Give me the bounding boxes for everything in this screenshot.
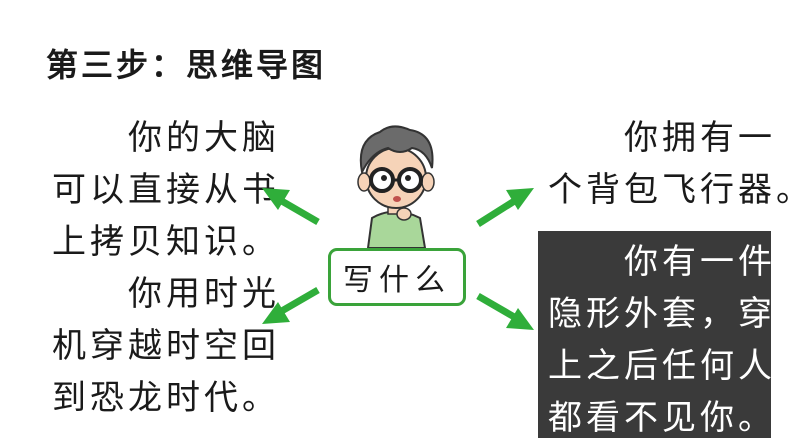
page-heading: 第三步：思维导图 — [46, 46, 327, 84]
arrow-down-left-icon — [262, 286, 320, 324]
center-topic-label: 写什么 — [343, 263, 451, 298]
idea-top-left: 你的大脑 可以直接从书 上拷贝知识。 — [52, 118, 280, 262]
arrow-down-right-icon — [476, 292, 534, 330]
center-topic-box: 写什么 — [328, 248, 466, 306]
idea-top-right: 你拥有一 个背包飞行器。 — [548, 118, 794, 210]
idea-bottom-left: 你用时光 机穿越时空回 到恐龙时代。 — [52, 274, 280, 418]
arrow-up-left-icon — [262, 188, 320, 226]
boy-with-glasses-illustration — [357, 125, 435, 249]
arrow-up-right-icon — [476, 188, 534, 227]
idea-bottom-right-highlight — [538, 231, 771, 438]
idea-bottom-right: 你有一件 隐形外套，穿 上之后任何人 都看不见你。 — [548, 242, 776, 438]
